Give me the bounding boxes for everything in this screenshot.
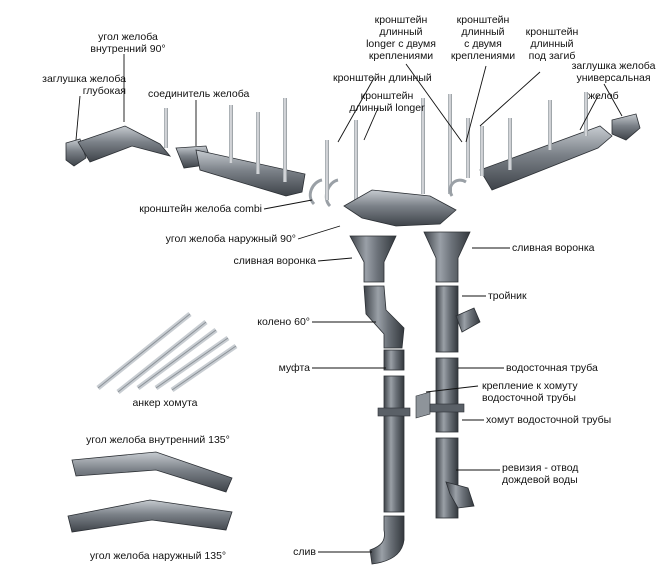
funnels xyxy=(349,231,471,283)
centre-assembly xyxy=(308,94,467,227)
left-bracket-rod xyxy=(164,108,168,148)
inner-corner-90-shape xyxy=(77,125,172,163)
label-elbow-60: колено 60° xyxy=(257,316,310,328)
right-bracket-rod xyxy=(584,92,588,136)
label-gutter: желоб xyxy=(588,90,619,102)
leader-lines xyxy=(75,54,623,553)
right-funnel-shape xyxy=(423,231,471,283)
left-bracket-rod xyxy=(256,112,260,174)
label-outer-corner-135: угол желоба наружный 135° xyxy=(89,550,227,562)
label-coupling: муфта xyxy=(278,362,310,374)
tee-branch-shape xyxy=(455,307,481,333)
bracket-long-rod xyxy=(325,140,329,200)
outlet-shape xyxy=(369,515,405,565)
bracket-longer-rod xyxy=(354,120,358,202)
right-gutter-shape xyxy=(479,125,613,191)
bracket-combi-hook xyxy=(308,178,323,206)
elbow-60-shape xyxy=(363,285,405,349)
revision-shape xyxy=(435,437,459,519)
left-gutter-shape xyxy=(195,149,306,197)
label-clamp-anchor: анкер хомута xyxy=(132,397,198,409)
inner-corner-135-shape xyxy=(71,451,233,493)
label-outlet: слив xyxy=(293,546,316,558)
corners-135 xyxy=(67,451,233,533)
left-funnel-shape xyxy=(349,235,397,283)
label-bracket-combi: кронштейн желоба combi xyxy=(139,203,262,215)
left-bracket-rod xyxy=(229,105,233,163)
label-funnel-right: сливная воронка xyxy=(512,242,595,254)
right-clamp-shape xyxy=(429,403,465,413)
bracket-long-two-rod xyxy=(448,94,452,194)
outer-corner-90-shape xyxy=(343,189,457,227)
label-tee: тройник xyxy=(488,290,527,302)
end-cap-universal-shape xyxy=(611,113,641,141)
clamp-anchors xyxy=(96,312,238,394)
left-gutter-assembly xyxy=(65,98,306,197)
label-downpipe: водосточная труба xyxy=(506,362,598,374)
left-pipe-shape xyxy=(383,375,405,513)
bracket-bend-hook xyxy=(448,178,467,197)
outer-corner-135-shape xyxy=(67,499,233,533)
clamp-mount-shape xyxy=(415,391,431,419)
revision-outlet-shape xyxy=(445,481,475,509)
left-clamp-shape xyxy=(377,407,411,417)
right-bracket-rod xyxy=(548,100,552,150)
bracket-long-two-rod xyxy=(421,98,425,194)
right-pipe-shape xyxy=(435,357,459,433)
right-gutter-assembly xyxy=(466,92,641,191)
label-gutter-connector: соединитель желоба xyxy=(148,88,250,100)
right-downpipe xyxy=(415,285,481,519)
right-bracket-rod xyxy=(480,126,484,176)
coupling-shape xyxy=(383,349,405,371)
right-bracket-rod xyxy=(508,118,512,170)
label-bracket-long: кронштейн длинный xyxy=(333,72,432,84)
label-funnel-left: сливная воронка xyxy=(233,255,316,267)
label-inner-corner-135: угол желоба внутренний 135° xyxy=(86,434,230,446)
right-bracket-rod xyxy=(466,118,470,178)
label-outer-corner-90: угол желоба наружный 90° xyxy=(165,233,296,245)
left-bracket-rod xyxy=(283,98,287,182)
tee-shape xyxy=(435,285,459,353)
label-pipe-clamp: хомут водосточной трубы xyxy=(486,414,612,426)
left-downpipe xyxy=(363,285,411,565)
